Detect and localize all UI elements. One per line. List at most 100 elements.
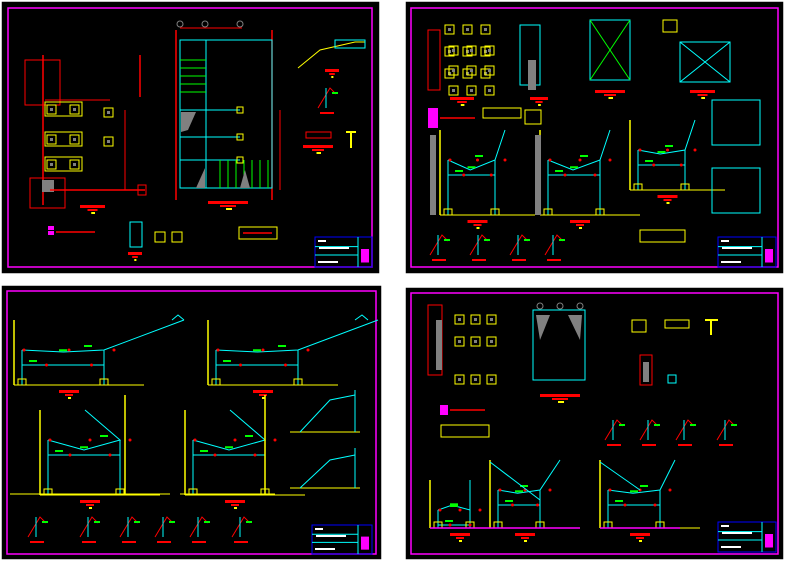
dimension-label (654, 424, 660, 426)
footing-beam (44, 101, 83, 117)
title-block-text (721, 261, 741, 263)
column-section (470, 49, 473, 52)
plan-outline (532, 309, 586, 381)
hatched-area (196, 168, 205, 188)
title-block (717, 521, 777, 553)
sheet-3-frame-elevations (0, 284, 383, 561)
column-section (452, 69, 455, 72)
footing-plate (69, 104, 80, 115)
view-title-underline (576, 224, 584, 226)
connection-node (216, 348, 220, 352)
view-title-underline (697, 94, 708, 96)
view-title-underline (636, 537, 644, 539)
dimension-label (524, 239, 530, 241)
legend-swatch (440, 405, 448, 415)
footing-plate (444, 24, 455, 35)
footing-beam (44, 156, 83, 172)
footing-plate (103, 136, 114, 147)
footing-plate (69, 159, 80, 170)
connection-node (693, 148, 697, 152)
detail-title (82, 541, 96, 543)
detail-title (122, 541, 136, 543)
anchor (236, 133, 244, 141)
connection-node (68, 453, 72, 457)
view-title-bar (530, 97, 548, 100)
detail-title (607, 444, 621, 446)
view-title-bar (128, 252, 142, 255)
footing-plate (486, 374, 497, 385)
connection-node (593, 173, 597, 177)
connection-node (22, 348, 26, 352)
connection-node (67, 348, 71, 352)
dimension-label (204, 521, 210, 523)
plate-detail (154, 231, 166, 243)
detail-title (719, 444, 733, 446)
connection-node (476, 158, 479, 162)
title-block-text (721, 525, 729, 527)
connection-node (563, 173, 567, 177)
footing-plate (484, 65, 495, 76)
view-scale-mark (234, 507, 237, 509)
dimension-label (657, 151, 666, 153)
view-scale-mark (68, 397, 71, 399)
connection-node (261, 348, 265, 352)
dimension-label (246, 521, 252, 523)
view-title-underline (456, 537, 464, 539)
hatched-area (568, 315, 582, 340)
dimension-label (690, 424, 696, 426)
connection-node (462, 173, 466, 177)
title-block (717, 236, 777, 268)
rafter (547, 129, 611, 171)
view-scale-mark (134, 259, 137, 261)
footing-plate (462, 24, 473, 35)
footing-plate (486, 336, 497, 347)
view-title-underline (312, 149, 324, 151)
title-block-text (721, 240, 729, 242)
connection-node (536, 503, 539, 507)
base-plate (543, 208, 553, 216)
bracing (679, 41, 731, 83)
connection-node (679, 163, 683, 167)
rafter (215, 319, 379, 353)
view-title-underline (86, 504, 94, 506)
view-scale-mark (460, 104, 465, 106)
detail-title (192, 541, 206, 543)
anchor (236, 156, 244, 164)
view-scale-mark (538, 104, 541, 106)
connection-node (233, 438, 237, 442)
view-title-underline (457, 101, 467, 103)
sheet-2-columns-details (404, 0, 785, 275)
view-title-bar (515, 533, 535, 536)
connection-node (273, 438, 277, 442)
dimension-label (29, 360, 37, 362)
hatched-area (181, 112, 196, 132)
view-scale-mark (331, 76, 334, 78)
connection-node (193, 438, 197, 442)
dimension-label (55, 450, 63, 452)
view-scale-mark (608, 97, 613, 99)
connection-node (652, 163, 656, 167)
title-block-text (318, 261, 338, 263)
view-title-bar (630, 533, 650, 536)
connection-node (448, 523, 452, 527)
title-block-text (318, 240, 326, 242)
dimension-label (455, 170, 463, 172)
connection-node (608, 488, 612, 492)
dimension-label (450, 503, 458, 506)
i-beam-section (705, 319, 718, 335)
title-block-text (316, 535, 346, 537)
connection-node (623, 503, 627, 507)
dimension-label (253, 349, 261, 352)
sheet-1-foundation-plan (0, 0, 381, 275)
pedestal-detail (129, 221, 143, 248)
dimension-label (559, 239, 565, 241)
view-scale-mark (476, 227, 480, 229)
detail-callout (171, 314, 185, 321)
dimension-label (615, 500, 623, 502)
legend-swatch (48, 226, 54, 230)
sheet-1-frame (7, 7, 373, 268)
rafter (299, 454, 356, 489)
connection-node (284, 363, 287, 367)
connection-node (478, 508, 482, 512)
